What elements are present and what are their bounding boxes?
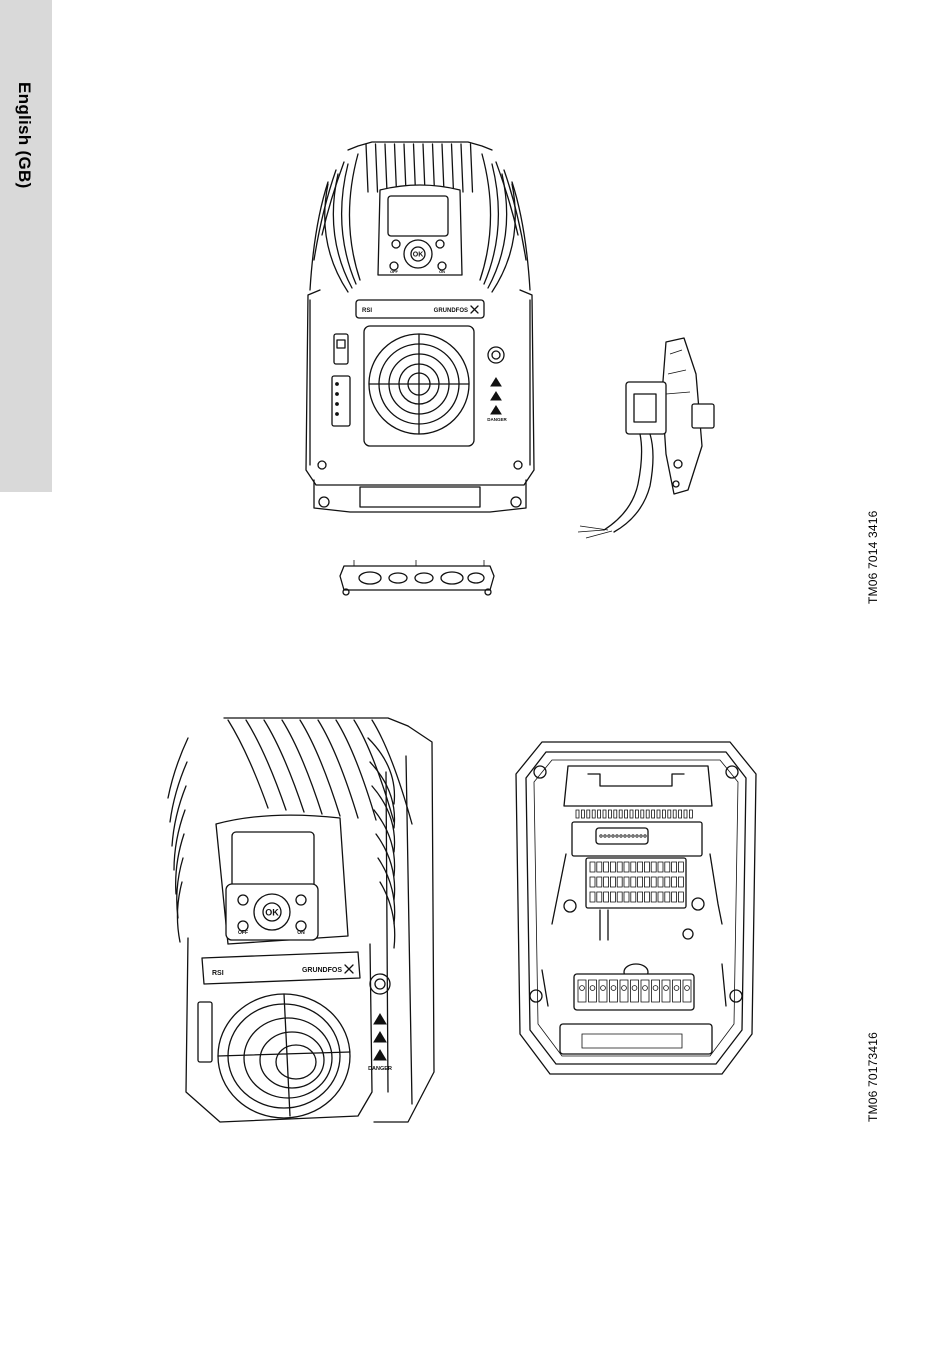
- off-button-label: OFF: [390, 269, 399, 274]
- figure-1-drive-front: OK OFF ON RSI GRUNDFOS DANGER: [300, 140, 540, 525]
- connector: [334, 334, 348, 364]
- figure-1-code: TM06 7014 3416: [866, 510, 880, 604]
- off-button-label: OFF: [238, 930, 248, 936]
- figure-2-code: TM06 70173416: [866, 1032, 880, 1122]
- language-tab-label: English (GB): [14, 82, 34, 189]
- brand-label: GRUNDFOS: [434, 308, 468, 314]
- figure-1-connector-module: [574, 334, 726, 539]
- danger-label: DANGER: [368, 1066, 392, 1072]
- fan-grille-icon: [218, 994, 350, 1118]
- display-screen: [232, 832, 314, 892]
- brand-label: GRUNDFOS: [302, 967, 342, 974]
- ok-button-label: OK: [413, 252, 424, 259]
- display-screen: [388, 196, 448, 236]
- figure-2-terminal-box-open: [512, 734, 760, 1080]
- ok-button-label: OK: [265, 908, 279, 918]
- led-panel: [198, 1002, 212, 1062]
- figure-2-drive-perspective: OK OFF ON RSI GRUNDFOS DANGER: [158, 712, 436, 1124]
- danger-label: DANGER: [487, 417, 507, 422]
- fan-grille-icon: [364, 326, 474, 446]
- on-button-label: ON: [439, 269, 445, 274]
- led-panel: [332, 376, 350, 426]
- on-button-label: ON: [297, 930, 305, 936]
- warning-triangle-icon: [374, 1014, 386, 1060]
- warning-triangle-icon: [491, 378, 501, 414]
- model-label: RSI: [362, 308, 372, 314]
- language-tab: English (GB): [0, 0, 52, 492]
- model-label: RSI: [212, 970, 224, 977]
- figure-1-gland-plate: [336, 556, 498, 606]
